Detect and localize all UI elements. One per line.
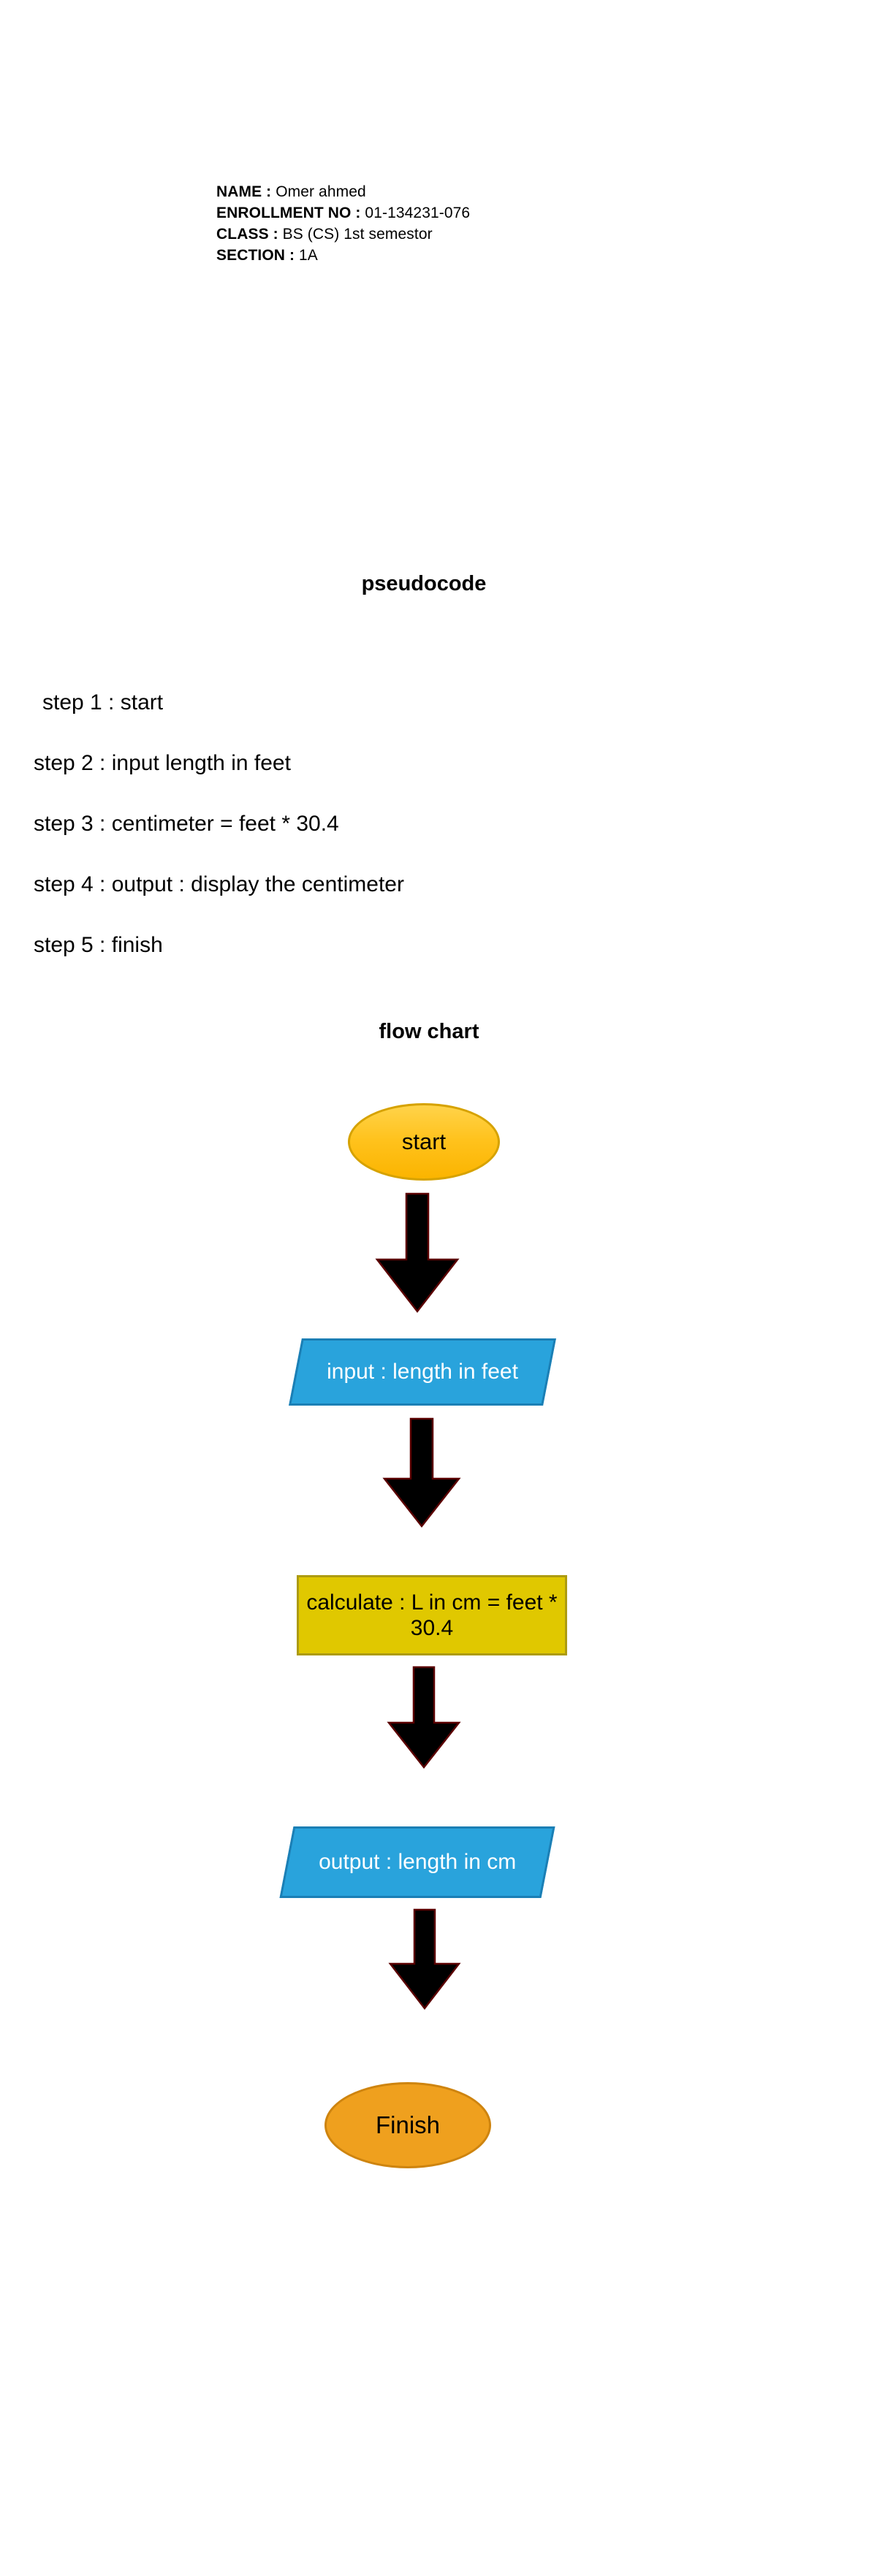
flowchart-node-input: input : length in feet — [289, 1338, 556, 1406]
down-arrow-icon — [387, 1666, 461, 1769]
flowchart-node-start: start — [348, 1103, 500, 1181]
info-line-section: SECTION : 1A — [216, 245, 743, 266]
pseudocode-step-list: step 1 : start step 2 : input length in … — [34, 672, 764, 975]
flowchart-node-calculate: calculate : L in cm = feet * 30.4 — [297, 1575, 567, 1655]
pseudocode-step-2: step 2 : input length in feet — [34, 751, 291, 775]
flowchart-arrow-input-to-calculate — [381, 1417, 462, 1528]
down-arrow-icon — [388, 1908, 461, 2011]
info-label-section: SECTION : — [216, 247, 295, 264]
info-line-class: CLASS : BS (CS) 1st semestor — [216, 224, 743, 245]
info-value-class: BS (CS) 1st semestor — [282, 226, 433, 243]
info-label-name: NAME : — [216, 183, 272, 200]
flowchart-node-calculate-label: calculate : L in cm = feet * 30.4 — [306, 1590, 558, 1640]
pseudocode-step-1: step 1 : start — [42, 690, 164, 715]
info-value-enrollment-no: 01-134231-076 — [365, 205, 471, 221]
flowchart-diagram: start input : length in feet calculate :… — [0, 1081, 877, 2221]
pseudocode-step-5: step 5 : finish — [34, 933, 163, 957]
info-line-enrollment-no: ENROLLMENT NO : 01-134231-076 — [216, 202, 743, 224]
pseudocode-heading: pseudocode — [361, 572, 487, 595]
info-label-enrollment-no: ENROLLMENT NO : — [216, 205, 361, 221]
down-arrow-icon — [382, 1417, 461, 1528]
flowchart-node-start-label: start — [401, 1129, 447, 1154]
flowchart-arrow-calculate-to-output — [386, 1666, 462, 1769]
pseudocode-step-3: step 3 : centimeter = feet * 30.4 — [34, 812, 339, 836]
flowchart-node-output-label: output : length in cm — [318, 1850, 517, 1875]
student-info-header: NAME : Omer ahmed ENROLLMENT NO : 01-134… — [216, 181, 743, 266]
flowchart-node-output: output : length in cm — [279, 1826, 555, 1898]
info-value-name: Omer ahmed — [276, 183, 366, 200]
flowchart-node-input-label: input : length in feet — [327, 1360, 518, 1384]
flowchart-arrow-start-to-input — [374, 1192, 460, 1314]
info-line-name: NAME : Omer ahmed — [216, 181, 743, 202]
flowchart-node-finish-label: Finish — [375, 2111, 441, 2138]
flowchart-node-finish: Finish — [324, 2082, 491, 2168]
flowchart-heading: flow chart — [379, 1020, 479, 1043]
flowchart-arrow-output-to-finish — [387, 1908, 462, 2011]
down-arrow-icon — [375, 1192, 460, 1314]
info-label-class: CLASS : — [216, 226, 278, 243]
info-value-section: 1A — [299, 247, 318, 264]
pseudocode-step-4: step 4 : output : display the centimeter — [34, 872, 404, 896]
